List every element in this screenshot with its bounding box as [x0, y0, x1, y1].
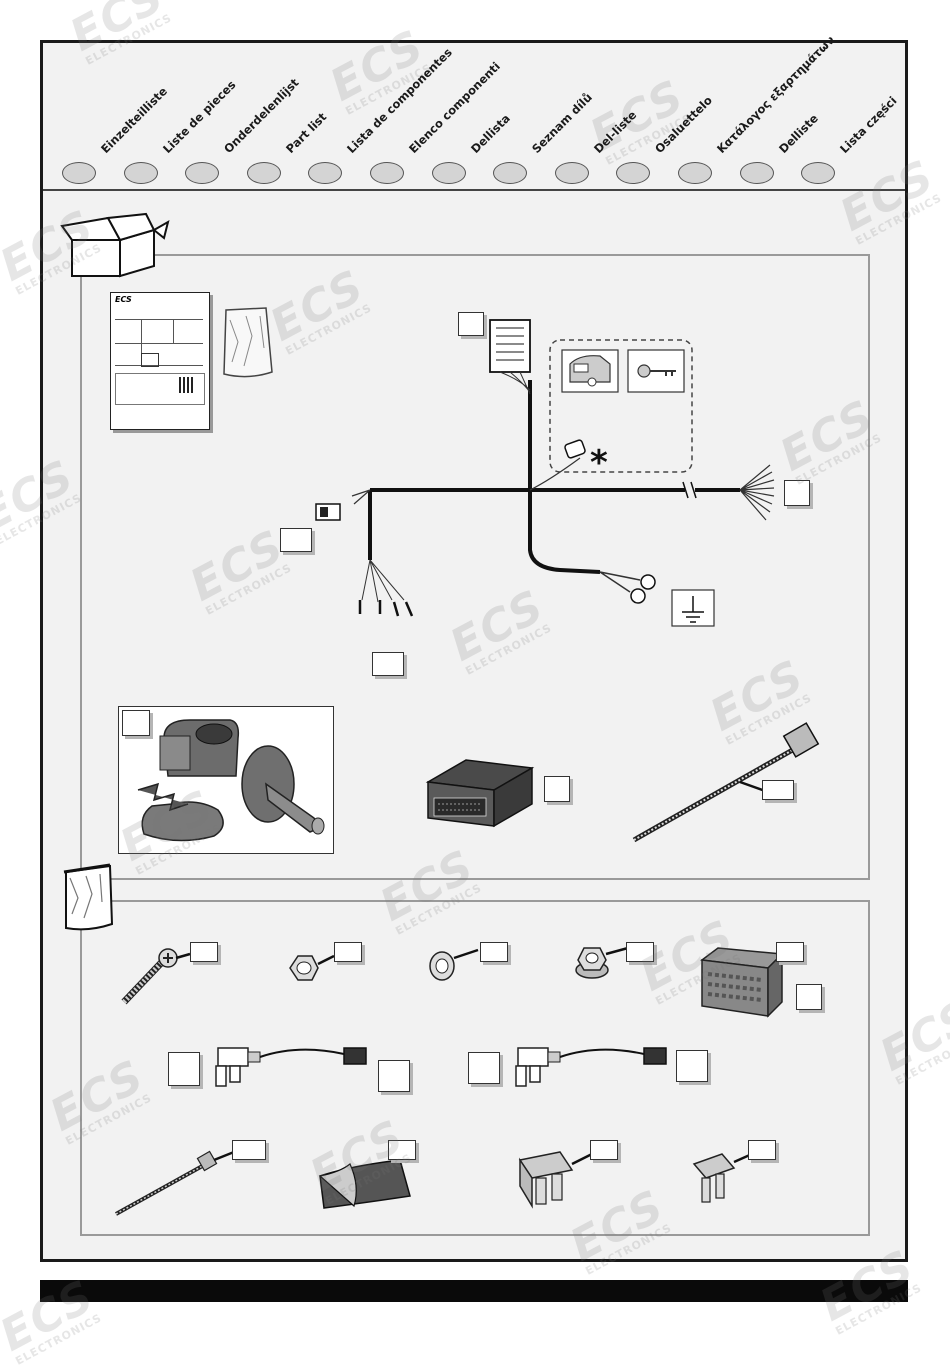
nut-icon [289, 954, 335, 981]
part-number-box [168, 1052, 200, 1086]
part-number-box [232, 1140, 266, 1160]
instruction-leaflet: ECS [110, 292, 210, 430]
part-number-box [458, 312, 484, 336]
part-number-box [378, 1060, 410, 1092]
ecs-logo: ECS [115, 295, 132, 304]
trailer-socket-illustration [137, 719, 325, 842]
blade-fuse-large-icon [518, 1151, 593, 1209]
blade-fuse-small-icon [692, 1152, 753, 1203]
part-number-box [762, 780, 794, 800]
part-number-box [122, 710, 150, 736]
language-dot [554, 162, 589, 184]
language-header [43, 43, 905, 191]
qr-code-icon [179, 377, 195, 393]
screw-icon [121, 948, 191, 1005]
flange-nut-icon [575, 946, 629, 979]
part-number-box [544, 776, 570, 802]
language-dot [185, 162, 220, 184]
part-number-box [190, 942, 218, 962]
connector-housing-icon [700, 947, 784, 1018]
language-dot [801, 162, 836, 184]
language-dot [616, 162, 651, 184]
language-dot [370, 162, 404, 184]
part-number-box [334, 942, 362, 962]
fuse-adapter-cable-2 [515, 1047, 667, 1087]
bag-icon [63, 863, 114, 931]
language-dot [308, 162, 343, 184]
fuse-adapter-cable [215, 1047, 367, 1087]
language-dot [123, 162, 158, 184]
part-number-box [748, 1140, 776, 1160]
part-number-box [796, 984, 822, 1010]
plastic-bag-icon [223, 307, 273, 378]
optional-marker: * [590, 443, 608, 483]
part-number-box [590, 1140, 618, 1160]
box-icon [60, 212, 170, 278]
footer-bar [40, 1280, 908, 1302]
language-dot [431, 162, 466, 184]
part-number-box [372, 652, 404, 676]
wiring-harness [315, 319, 775, 627]
adhesive-pad-icon [318, 1152, 411, 1209]
part-number-box [480, 942, 508, 962]
part-number-box [280, 528, 312, 552]
control-module-illustration [425, 759, 535, 828]
small-cable-tie-icon [115, 1150, 235, 1216]
language-dot [739, 162, 774, 184]
diagram-thumbnail [141, 353, 159, 367]
part-number-box [388, 1140, 416, 1160]
language-dot [62, 162, 96, 184]
cable-tie-illustration [632, 722, 820, 843]
language-dot [246, 162, 281, 184]
part-number-box [676, 1050, 708, 1082]
part-number-box [468, 1052, 500, 1084]
part-number-box [776, 942, 804, 962]
part-number-box [784, 480, 810, 506]
language-dot [678, 162, 712, 184]
language-dot [493, 162, 528, 184]
part-number-box [626, 942, 654, 962]
washer-icon [429, 948, 479, 981]
